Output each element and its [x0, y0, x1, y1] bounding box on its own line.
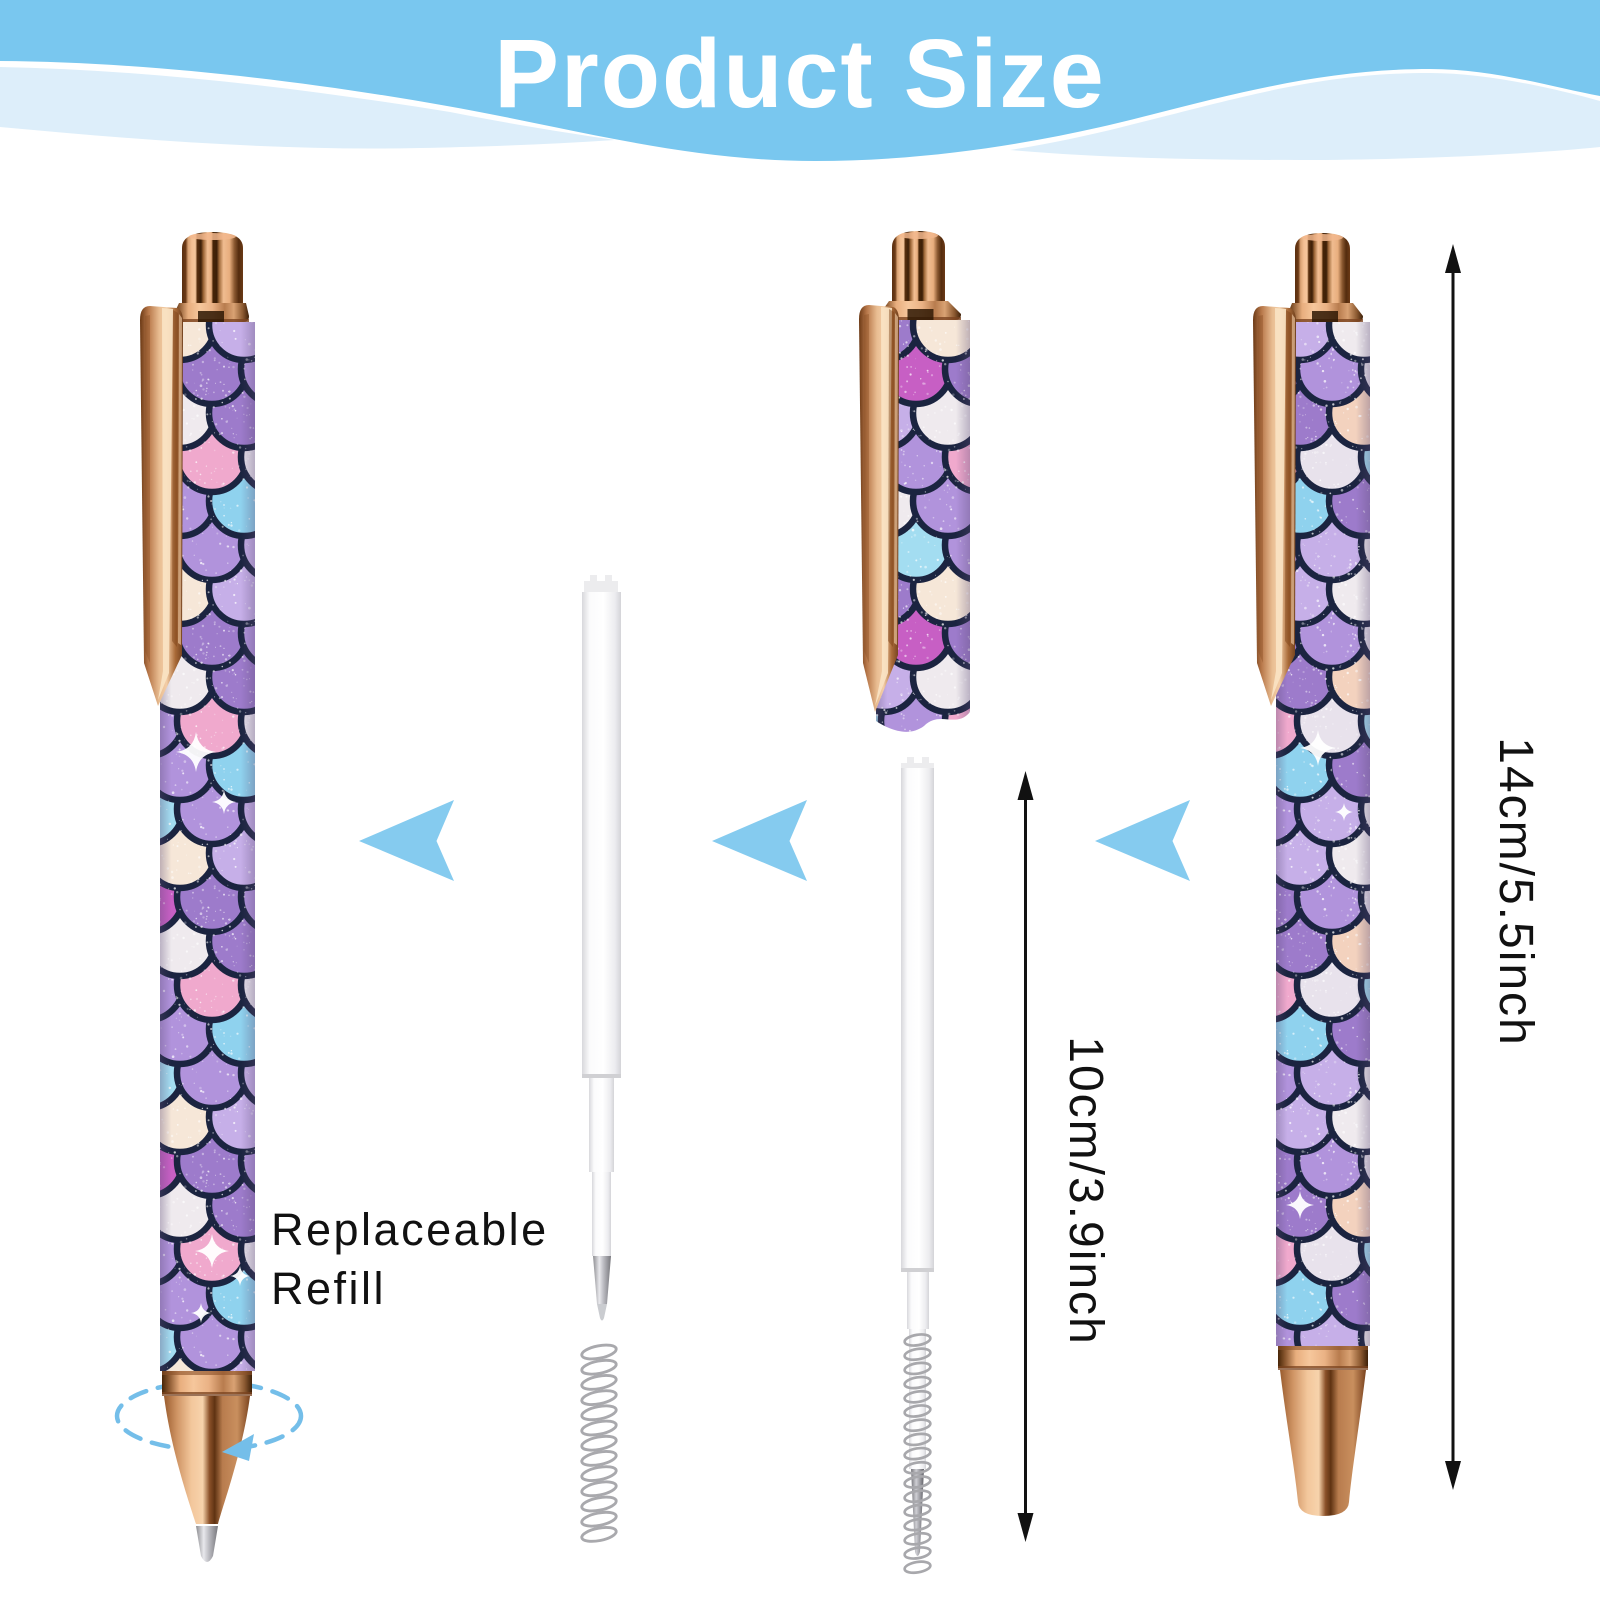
svg-text:Refill: Refill — [271, 1263, 386, 1314]
svg-text:Product Size: Product Size — [494, 19, 1106, 128]
svg-text:14cm/5.5inch: 14cm/5.5inch — [1489, 737, 1542, 1047]
svg-text:Replaceable: Replaceable — [271, 1204, 549, 1255]
svg-text:10cm/3.9inch: 10cm/3.9inch — [1059, 1036, 1112, 1346]
